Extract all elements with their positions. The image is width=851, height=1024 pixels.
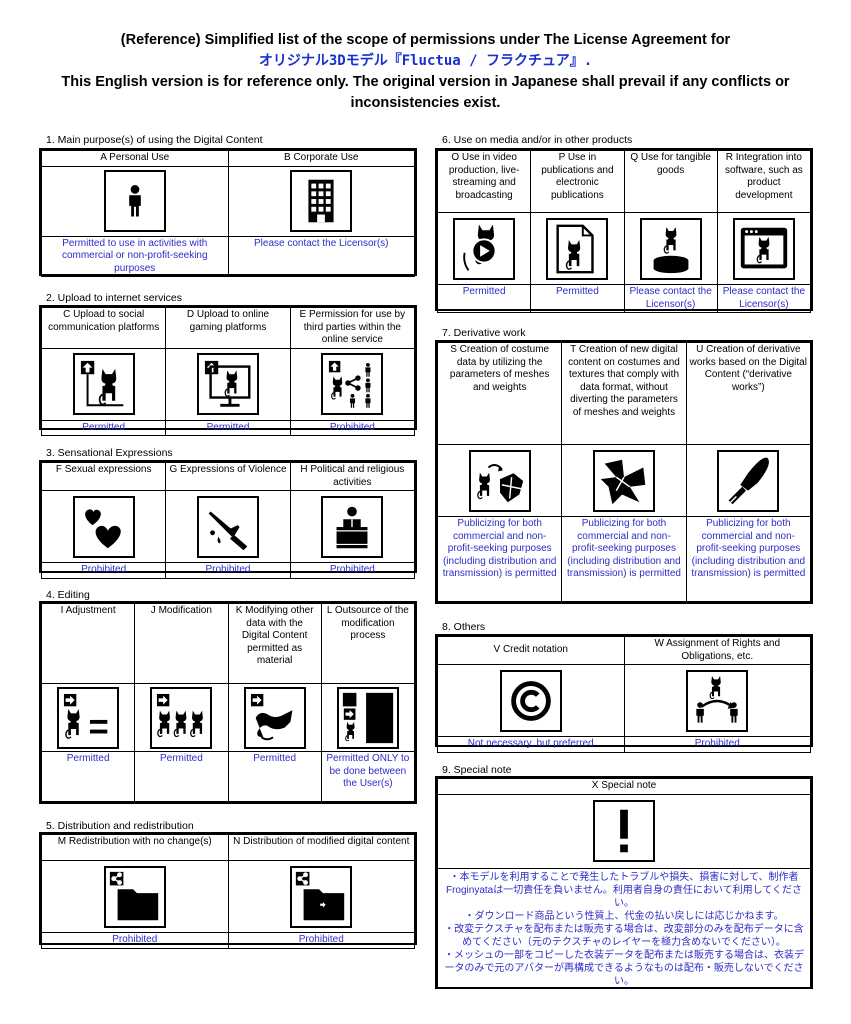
section-9-title: 9. Special note bbox=[442, 764, 512, 776]
special-note-3: ・改変テクスチャを配布または販売する場合は、改変部分のみを配布データに含めてくだ… bbox=[444, 923, 804, 948]
outsource-icon bbox=[336, 686, 399, 749]
item-h-status: Prohibited bbox=[289, 562, 416, 579]
item-i-status: Permitted bbox=[40, 751, 136, 802]
section-9-table: X Special note ・本モデルを利用することで発生したトラブルや損失、… bbox=[435, 776, 813, 989]
item-j-status: Permitted bbox=[134, 751, 229, 802]
item-p-label: P Use in publications and electronic pub… bbox=[530, 150, 625, 213]
item-i-label: I Adjustment bbox=[40, 603, 136, 684]
section-7-title: 7. Derivative work bbox=[442, 327, 526, 339]
item-a-label: A Personal Use bbox=[41, 150, 229, 167]
item-k-label: K Modifying other data with the Digital … bbox=[227, 603, 322, 684]
material-icon bbox=[243, 686, 306, 749]
distribute-modified-icon bbox=[290, 865, 353, 928]
copyright-icon bbox=[499, 669, 562, 732]
item-c-status: Permitted bbox=[40, 419, 167, 436]
item-s-status: Publicizing for both commercial and non-… bbox=[436, 516, 563, 602]
section-8-title: 8. Others bbox=[442, 621, 486, 633]
upload-gaming-icon bbox=[196, 353, 259, 415]
item-v-label: V Credit notation bbox=[437, 636, 625, 665]
knife-icon bbox=[196, 495, 259, 558]
item-f-status: Prohibited bbox=[40, 562, 167, 579]
section-1-title: 1. Main purpose(s) of using the Digital … bbox=[46, 134, 263, 146]
item-n-status: Prohibited bbox=[227, 932, 415, 949]
item-o-label: O Use in video production, live-streamin… bbox=[436, 150, 532, 213]
section-7-table: S Creation of costume data by utilizing … bbox=[435, 340, 813, 604]
publication-icon bbox=[546, 217, 609, 280]
item-l-status: Permitted ONLY to be done between the Us… bbox=[320, 751, 416, 802]
item-a-status: Permitted to use in activities with comm… bbox=[41, 235, 229, 277]
item-s-label: S Creation of costume data by utilizing … bbox=[436, 342, 563, 445]
section-4-table: I Adjustment J Modification K Modifying … bbox=[39, 601, 417, 804]
item-r-label: R Integration into software, such as pro… bbox=[716, 150, 812, 213]
new-content-icon bbox=[592, 449, 655, 512]
transfer-icon bbox=[686, 669, 749, 732]
item-g-status: Prohibited bbox=[165, 562, 291, 579]
section-3-title: 3. Sensational Expressions bbox=[46, 447, 173, 459]
special-note-1: ・本モデルを利用することで発生したトラブルや損失、損害に対して、制作者Frogi… bbox=[445, 871, 803, 909]
section-6-table: O Use in video production, live-streamin… bbox=[435, 148, 813, 313]
adjustment-icon bbox=[57, 686, 120, 749]
item-x-label: X Special note bbox=[437, 778, 811, 795]
item-b-label: B Corporate Use bbox=[227, 150, 415, 167]
header-line-4: inconsistencies exist. bbox=[350, 95, 501, 111]
item-j-label: J Modification bbox=[134, 603, 229, 684]
item-o-status: Permitted bbox=[436, 284, 532, 313]
item-d-status: Permitted bbox=[165, 419, 291, 436]
item-t-status: Publicizing for both commercial and non-… bbox=[561, 516, 687, 602]
section-5-table: M Redistribution with no change(s) N Dis… bbox=[39, 832, 417, 949]
hearts-icon bbox=[72, 495, 135, 558]
item-u-label: U Creation of derivative works based on … bbox=[685, 342, 812, 445]
item-t-label: T Creation of new digital content on cos… bbox=[561, 342, 687, 445]
exclamation-icon bbox=[593, 800, 655, 862]
software-icon bbox=[732, 217, 795, 280]
section-3-table: F Sexual expressions G Expressions of Vi… bbox=[39, 460, 417, 579]
figure-goods-icon bbox=[639, 217, 702, 280]
item-q-status: Please contact the Licensor(s) bbox=[623, 284, 718, 313]
pen-icon bbox=[717, 449, 780, 512]
redistribute-icon bbox=[103, 865, 166, 928]
modification-icon bbox=[150, 686, 213, 749]
item-u-status: Publicizing for both commercial and non-… bbox=[685, 516, 812, 602]
section-5-title: 5. Distribution and redistribution bbox=[46, 820, 194, 832]
section-2-title: 2. Upload to internet services bbox=[46, 292, 182, 304]
building-icon bbox=[290, 170, 353, 232]
item-f-label: F Sexual expressions bbox=[40, 462, 167, 491]
item-b-status: Please contact the Licensor(s) bbox=[227, 235, 415, 277]
item-d-label: D Upload to online gaming platforms bbox=[165, 307, 291, 349]
share-third-party-icon bbox=[321, 353, 384, 415]
item-k-status: Permitted bbox=[227, 751, 322, 802]
special-note-2: ・ダウンロード商品という性質上、代金の払い戻しには応じかねます。 bbox=[464, 910, 784, 922]
item-e-label: E Permission for use by third parties wi… bbox=[289, 307, 416, 349]
item-w-status: Prohibited bbox=[623, 736, 811, 753]
item-l-label: L Outsource of the modification process bbox=[320, 603, 416, 684]
item-p-status: Permitted bbox=[530, 284, 625, 313]
item-c-label: C Upload to social communication platfor… bbox=[40, 307, 167, 349]
item-g-label: G Expressions of Violence bbox=[165, 462, 291, 491]
person-icon bbox=[103, 170, 166, 232]
item-h-label: H Political and religious activities bbox=[289, 462, 416, 491]
item-w-label: W Assignment of Rights and Obligations, … bbox=[623, 636, 811, 665]
special-notes: ・本モデルを利用することで発生したトラブルや損失、損害に対して、制作者Frogi… bbox=[439, 871, 810, 988]
costume-icon bbox=[468, 449, 531, 512]
item-n-label: N Distribution of modified digital conte… bbox=[227, 834, 415, 861]
section-6-title: 6. Use on media and/or in other products bbox=[442, 134, 633, 146]
header-line-1: (Reference) Simplified list of the scope… bbox=[120, 32, 731, 48]
special-note-4: ・メッシュの一部をコピーした衣装データを配布または販売する場合は、衣装データのみ… bbox=[444, 949, 804, 987]
header-line-3: This English version is for reference on… bbox=[61, 74, 790, 90]
page-header: (Reference) Simplified list of the scope… bbox=[0, 30, 851, 114]
section-2-table: C Upload to social communication platfor… bbox=[39, 305, 417, 436]
section-8-table: V Credit notation W Assignment of Rights… bbox=[435, 634, 813, 753]
item-m-status: Prohibited bbox=[41, 932, 229, 949]
item-q-label: Q Use for tangible goods bbox=[623, 150, 718, 213]
section-4-title: 4. Editing bbox=[46, 589, 90, 601]
product-name: オリジナル3Dモデル『Fluctua / フラクチュア』. bbox=[258, 53, 593, 69]
item-r-status: Please contact the Licensor(s) bbox=[716, 284, 812, 313]
video-icon bbox=[453, 217, 516, 280]
podium-icon bbox=[321, 495, 384, 558]
item-e-status: Prohibited bbox=[289, 419, 416, 436]
upload-social-icon bbox=[72, 353, 135, 415]
section-1-table: A Personal Use B Corporate Use Permitted… bbox=[39, 148, 417, 277]
item-m-label: M Redistribution with no change(s) bbox=[41, 834, 229, 861]
item-v-status: Not necessary, but preferred bbox=[437, 736, 625, 753]
